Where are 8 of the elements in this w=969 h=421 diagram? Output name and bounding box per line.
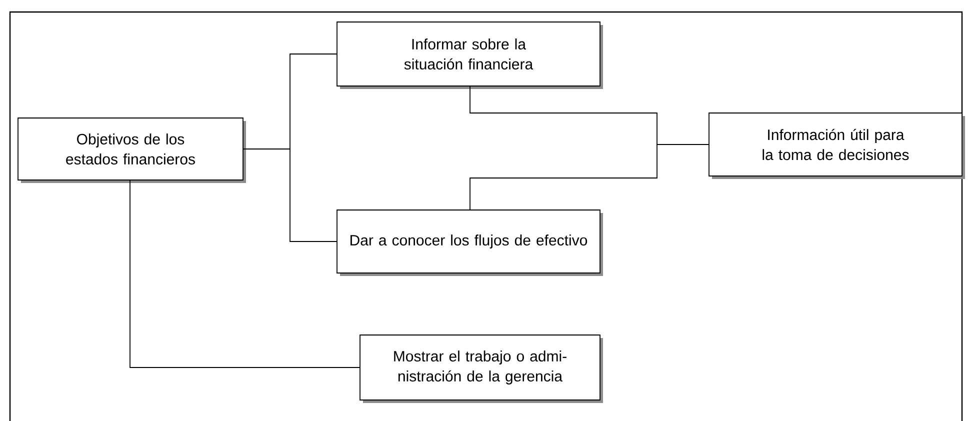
box: Mostrar el trabajo o admi- nistración de la gerencia [360, 334, 603, 403]
box: Información útil para la toma de decisiones [708, 112, 965, 179]
connector [130, 180, 360, 368]
box: Objetivos de los estados financieros [18, 118, 246, 183]
connector [470, 144, 709, 210]
connector [243, 148, 337, 242]
box: Dar a conocer los flujos de efectivo [336, 210, 603, 276]
box: Informar sobre la situación financiera [336, 22, 603, 89]
